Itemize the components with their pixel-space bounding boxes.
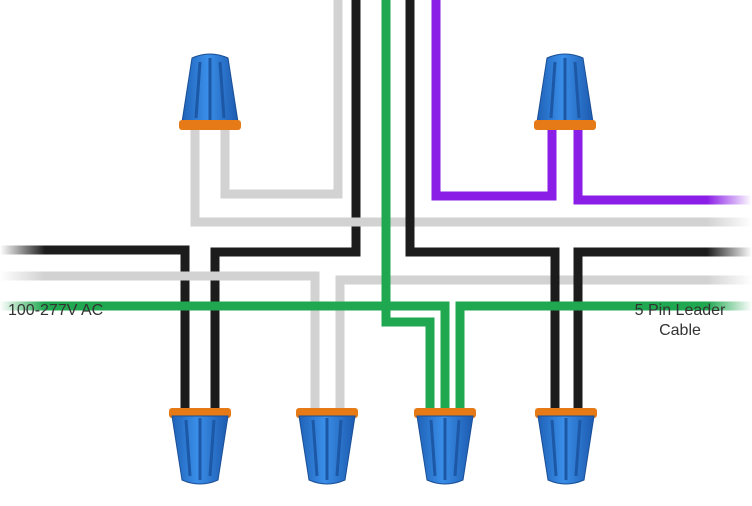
- green-right-wire: [455, 301, 752, 412]
- leader-cable-label-line1: 5 Pin Leader: [634, 302, 726, 319]
- top-right-connector: [532, 52, 598, 132]
- white-loop-wire-b: [220, 0, 343, 199]
- leader-cable-label-line2: Cable: [659, 322, 701, 339]
- bottom-green-connector: [412, 406, 478, 486]
- supply-white-wire-b: [335, 275, 752, 412]
- supply-white-wire-a: [0, 271, 320, 412]
- white-loop-wire-a: [190, 130, 752, 227]
- leader-black-wire-a: [405, 0, 560, 412]
- bottom-right-black-connector: [533, 406, 599, 486]
- leader-black-wire-b: [573, 247, 752, 412]
- supply-black-wire-b: [210, 0, 361, 412]
- supply-black-wire-a: [0, 245, 190, 412]
- purple-wire-a: [431, 0, 557, 201]
- bottom-black-connector: [167, 406, 233, 486]
- purple-wire-b: [573, 130, 752, 205]
- bottom-white-connector: [294, 406, 360, 486]
- wires: [0, 0, 752, 412]
- green-supply-wire: [0, 301, 450, 412]
- top-left-connector: [177, 52, 243, 132]
- green-leader-wire: [381, 0, 435, 412]
- leader-cable-label: 5 Pin Leader Cable: [612, 301, 748, 341]
- supply-label: 100-277V AC: [8, 302, 104, 319]
